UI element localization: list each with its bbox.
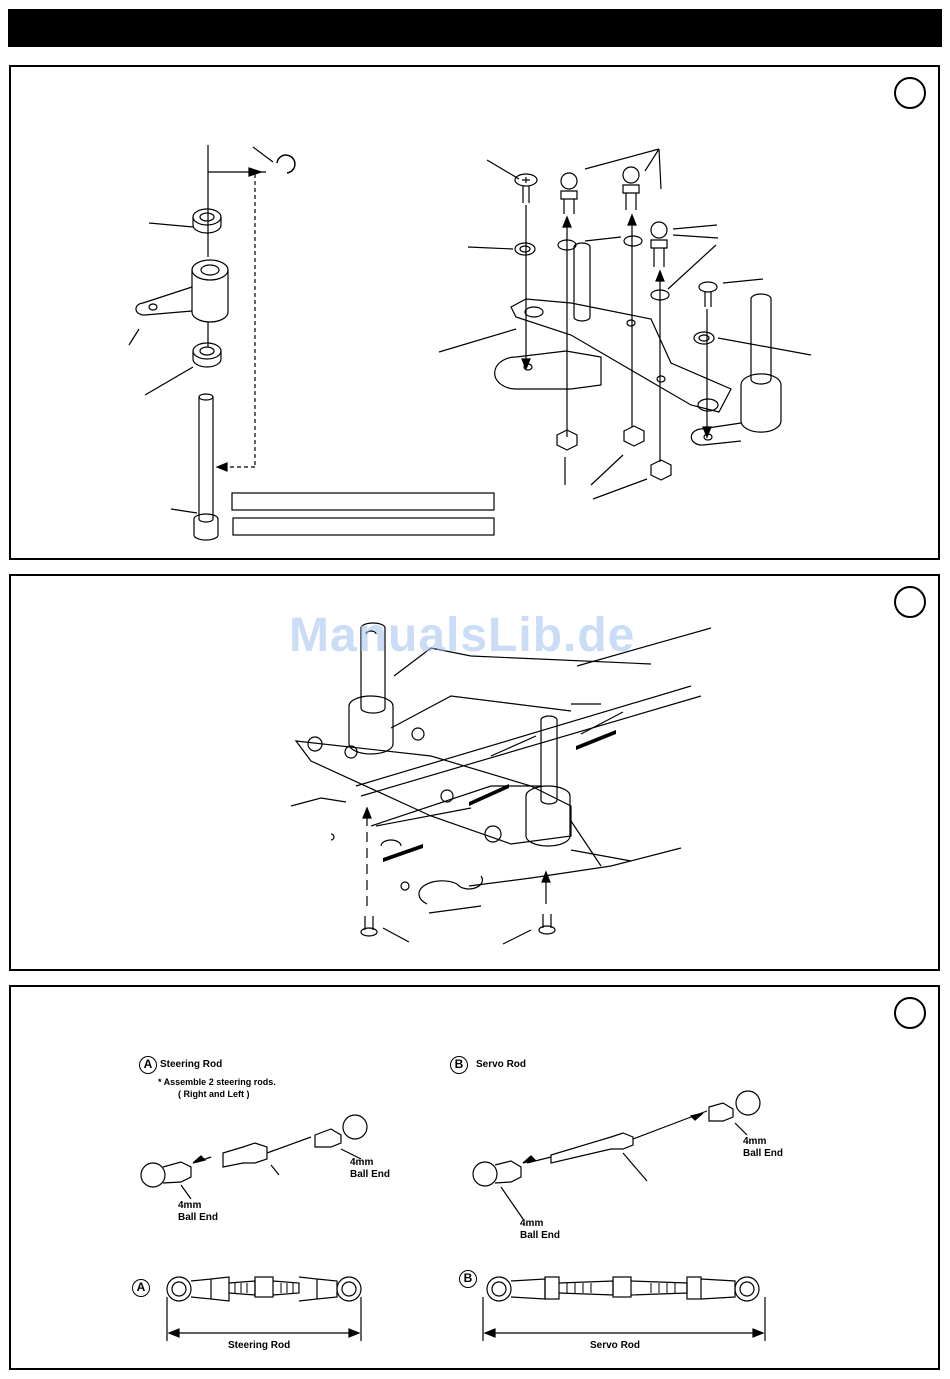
steering-rod-left-end-label: Ball End [178, 1212, 218, 1224]
assembled-servo-rod-letter: B [459, 1270, 477, 1288]
header-bar [8, 9, 942, 47]
steering-rod-title: Steering Rod [160, 1059, 222, 1071]
watermark-text: ManualsLib.de [289, 608, 635, 663]
servo-rod-left-end-label: Ball End [520, 1230, 560, 1242]
steering-rod-letter-circle: A [139, 1056, 157, 1074]
steering-rod-note-sub: ( Right and Left ) [178, 1088, 250, 1100]
servo-rod-right-end-size: 4mm [743, 1136, 766, 1148]
steering-rod-dimension-label: Steering Rod [228, 1340, 290, 1352]
servo-rod-title: Servo Rod [476, 1059, 526, 1071]
bellcrank-exploded-diagram [11, 67, 942, 562]
step-panel-rods [9, 985, 940, 1370]
assembled-steering-rod-letter: A [132, 1279, 150, 1297]
steering-rod-right-end-size: 4mm [350, 1157, 373, 1169]
servo-rod-left-end-size: 4mm [520, 1218, 543, 1230]
servo-rod-right-end-label: Ball End [743, 1148, 783, 1160]
step-panel-bellcrank [9, 65, 940, 560]
steering-rod-left-end-size: 4mm [178, 1200, 201, 1212]
steering-rod-note: * Assemble 2 steering rods. [158, 1076, 276, 1088]
servo-rod-letter-circle: B [450, 1056, 468, 1074]
steering-rod-right-end-label: Ball End [350, 1169, 390, 1181]
servo-rod-dimension-label: Servo Rod [590, 1340, 640, 1352]
rods-assembly-diagram [11, 987, 942, 1372]
